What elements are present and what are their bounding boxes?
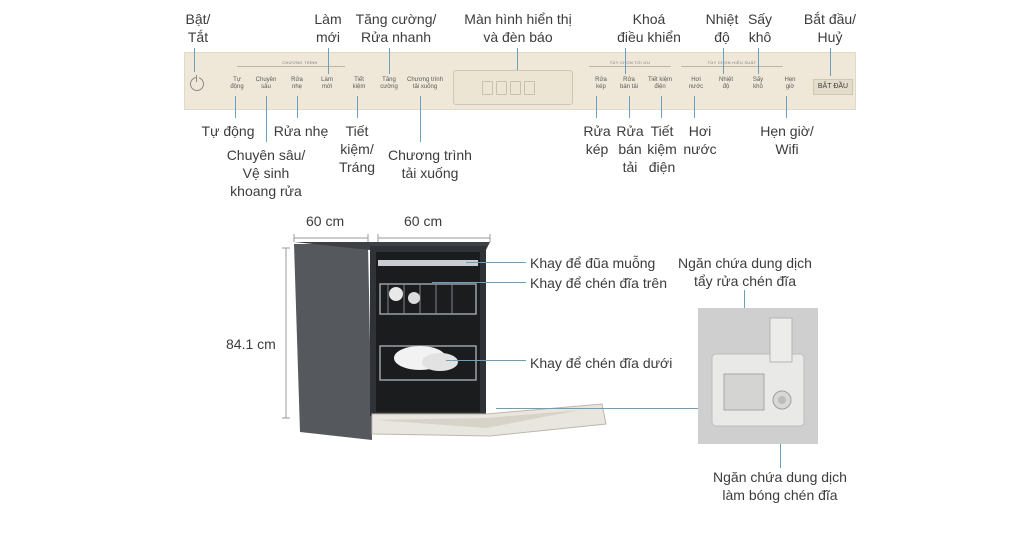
control-panel: CHƯƠNG TRÌNH Tự động Chuyên sâu Rửa nhẹ … xyxy=(184,52,856,110)
callout-tang-cuong: Tăng cường/ Rửa nhanh xyxy=(355,11,437,45)
label-khay-dua: Khay để đũa muỗng xyxy=(530,255,656,271)
dishwasher-illustration xyxy=(282,234,607,440)
panel-btn-rua-kep[interactable]: Rửa kép xyxy=(595,77,607,90)
label-ngan-tay-rua: Ngăn chứa dung dịch tẩy rửa chén đĩa xyxy=(678,255,812,289)
group-options-1-label: TÙY CHỌN TỐI ƯU xyxy=(609,60,651,65)
callout-bat-dau: Bắt đầu/ Huỷ xyxy=(803,11,857,45)
panel-btn-tiet-kiem[interactable]: Tiết kiệm xyxy=(352,77,366,90)
callout-man-hinh: Màn hình hiển thị và đèn báo xyxy=(464,11,572,45)
display-digit xyxy=(496,81,507,95)
callout-line xyxy=(596,96,597,118)
callout-line xyxy=(432,282,526,283)
callout-line xyxy=(496,408,698,409)
dimension-height: 84.1 cm xyxy=(226,336,276,352)
callout-line xyxy=(446,360,526,361)
label-ngan-lam-bong: Ngăn chứa dung dịch làm bóng chén đĩa xyxy=(713,469,847,503)
label-khay-tren: Khay để chén đĩa trên xyxy=(530,275,667,291)
callout-tiet-kiem: Tiết kiệm/ Tráng xyxy=(338,123,376,175)
dimension-width: 60 cm xyxy=(306,213,345,229)
callout-line xyxy=(194,48,195,72)
callout-line xyxy=(786,96,787,118)
group-program-line xyxy=(237,66,345,67)
callout-line xyxy=(389,48,390,74)
display-digit xyxy=(482,81,493,95)
panel-btn-chuong-trinh[interactable]: Chương trình tải xuống xyxy=(407,77,443,90)
callout-line xyxy=(517,48,518,70)
callout-line xyxy=(629,96,630,118)
callout-line xyxy=(420,96,421,142)
dimension-depth: 60 cm xyxy=(404,213,443,229)
start-button[interactable]: BẮT ĐẦU xyxy=(813,79,853,95)
callout-line xyxy=(235,96,236,118)
display-digit xyxy=(524,81,535,95)
panel-btn-say-kho[interactable]: Sấy khô xyxy=(752,77,764,90)
callout-nhiet-do: Nhiệt độ xyxy=(705,11,739,45)
callout-line xyxy=(830,48,831,76)
panel-btn-rua-nhe[interactable]: Rửa nhẹ xyxy=(291,77,303,90)
callout-khoa: Khoá điều khiển xyxy=(617,11,681,45)
callout-line xyxy=(694,96,695,118)
group-program-label: CHƯƠNG TRÌNH xyxy=(282,60,318,65)
panel-btn-rua-ban-tai[interactable]: Rửa bán tải xyxy=(619,77,638,90)
callout-rua-nhe: Rửa nhẹ xyxy=(273,123,329,139)
callout-line xyxy=(266,96,267,142)
callout-line xyxy=(758,48,759,74)
callout-lam-moi: Làm mới xyxy=(314,11,342,45)
callout-rua-kep: Rửa kép xyxy=(583,123,611,157)
callout-chuyen-sau: Chuyên sâu/ Vệ sinh khoang rửa xyxy=(226,147,306,199)
callout-rua-ban-tai: Rửa bán tải xyxy=(616,123,644,175)
callout-line xyxy=(723,48,724,74)
callout-line xyxy=(466,262,526,263)
callout-line xyxy=(357,96,358,118)
dispenser-photo xyxy=(698,308,818,444)
callout-tu-dong: Tự động xyxy=(201,123,255,139)
panel-btn-hoi-nuoc[interactable]: Hơi nước xyxy=(688,77,704,90)
panel-btn-chuyen-sau[interactable]: Chuyên sâu xyxy=(255,77,277,90)
panel-btn-nhiet-do[interactable]: Nhiệt độ xyxy=(718,77,733,90)
display-screen xyxy=(453,70,573,105)
group-options-1-line xyxy=(589,66,671,67)
panel-btn-tiet-kiem-dien[interactable]: Tiết kiệm điện xyxy=(647,77,673,90)
panel-btn-tang-cuong[interactable]: Tăng cường xyxy=(380,77,398,90)
group-options-2-label: TÙY CHỌN HIỆU SUẤT xyxy=(707,60,757,65)
power-icon[interactable] xyxy=(190,75,204,91)
callout-hen-gio: Hẹn giờ/ Wifi xyxy=(760,123,814,157)
panel-btn-hen-gio[interactable]: Hẹn giờ xyxy=(784,77,796,90)
display-digit xyxy=(510,81,521,95)
callout-line xyxy=(625,48,626,74)
panel-btn-lam-moi[interactable]: Làm mới xyxy=(321,77,333,90)
callout-chuong-trinh: Chương trình tải xuống xyxy=(388,147,472,181)
callout-hoi-nuoc: Hơi nước xyxy=(683,123,717,157)
callout-line xyxy=(661,96,662,118)
label-khay-duoi: Khay để chén đĩa dưới xyxy=(530,355,673,371)
callout-line xyxy=(780,420,781,468)
callout-say-kho: Sấy khô xyxy=(747,11,773,45)
group-options-2-line xyxy=(681,66,783,67)
panel-btn-tu-dong[interactable]: Tự động xyxy=(230,77,244,90)
callout-bat-tat: Bật/ Tắt xyxy=(185,11,211,45)
callout-tiet-kiem-dien: Tiết kiệm điện xyxy=(647,123,677,175)
callout-line xyxy=(297,96,298,118)
callout-line xyxy=(328,48,329,74)
